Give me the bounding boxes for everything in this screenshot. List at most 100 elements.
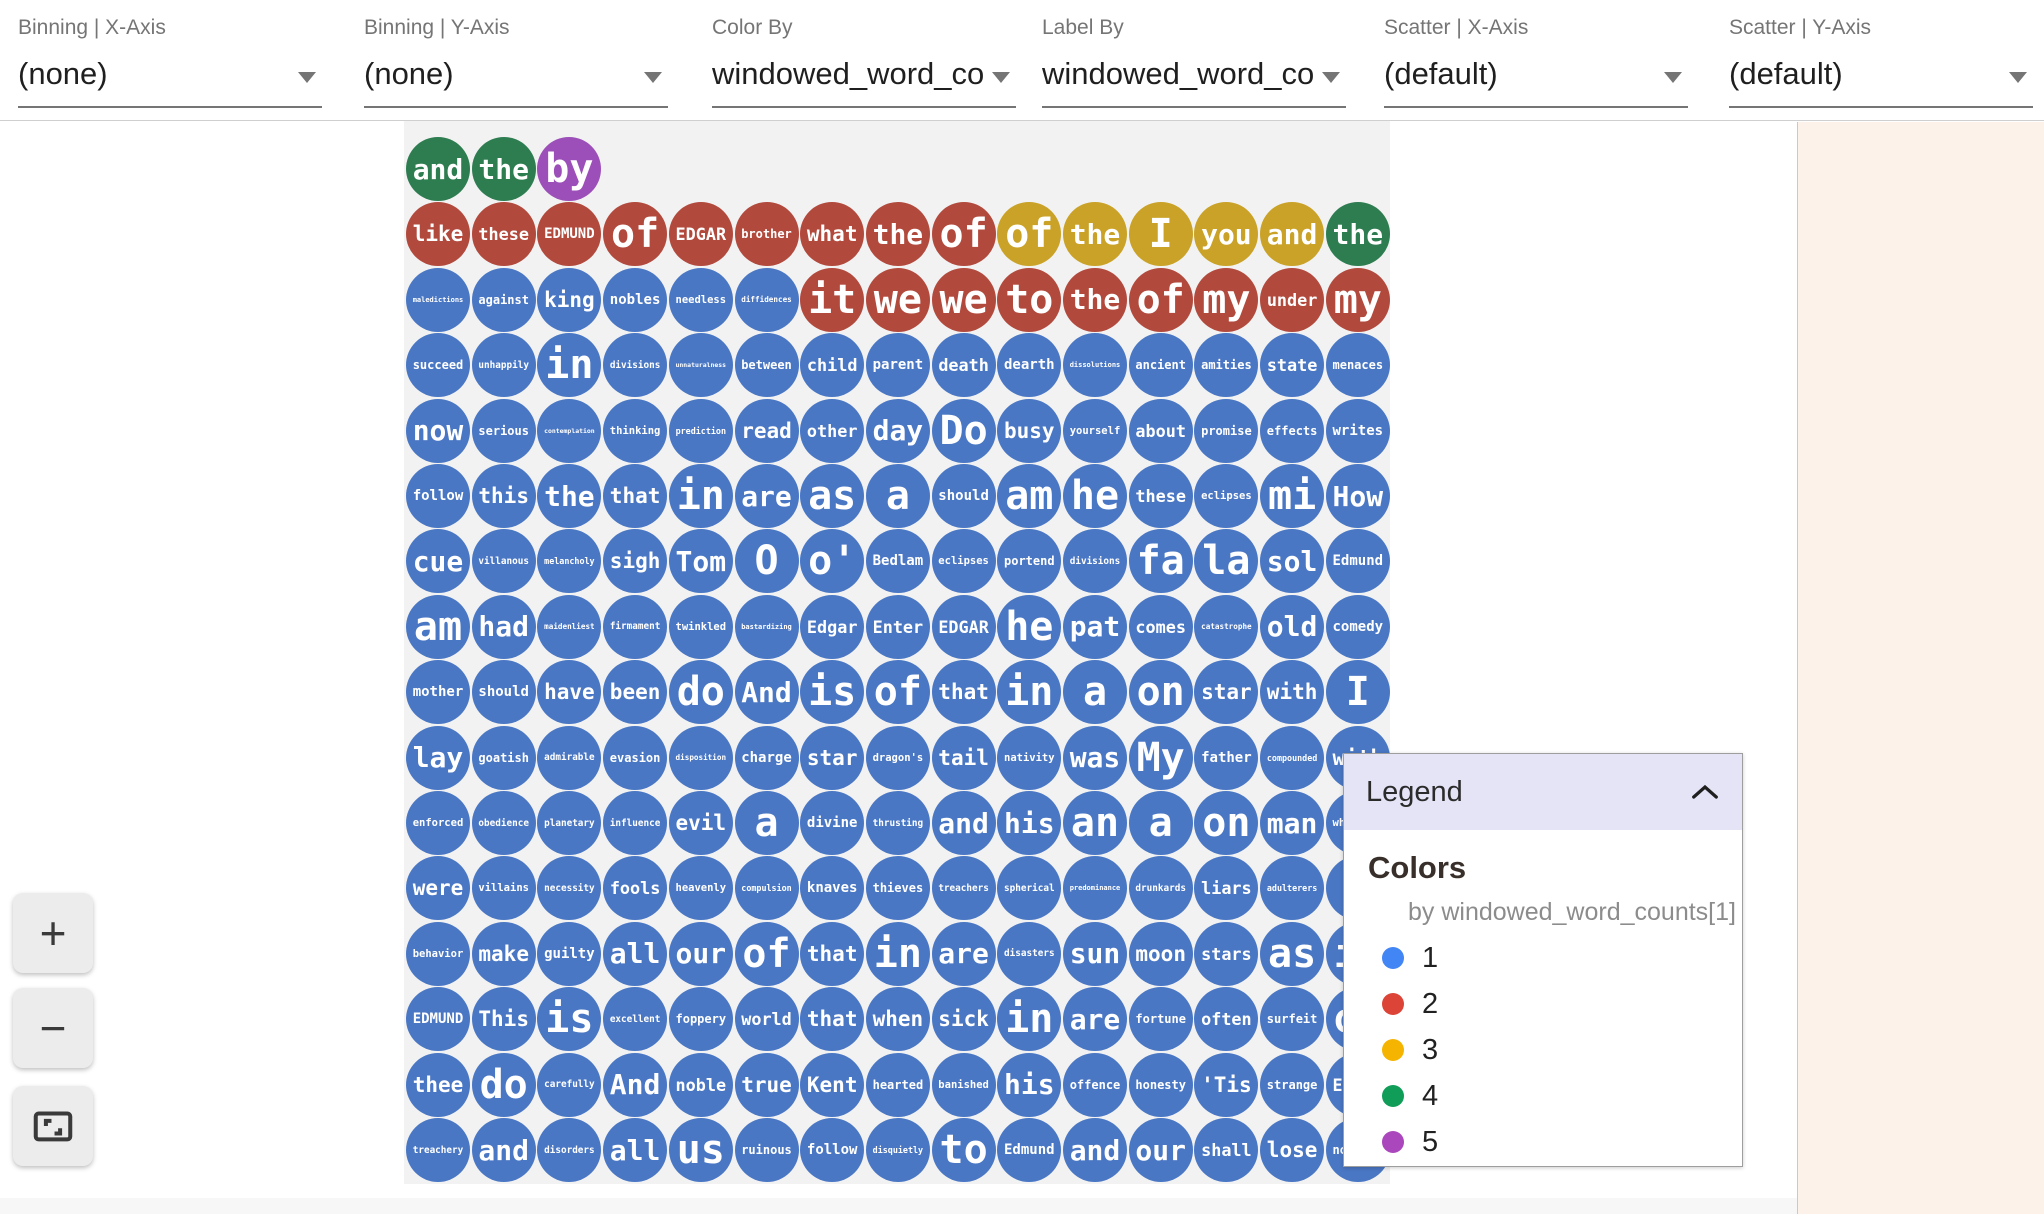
dropdown-binning-x-axis[interactable]: Binning | X-Axis (none)	[18, 0, 322, 120]
word-bubble[interactable]: day	[865, 398, 930, 463]
word-bubble[interactable]: my	[1325, 267, 1390, 332]
word-bubble[interactable]: moon	[1128, 921, 1193, 986]
word-bubble[interactable]: old	[1260, 594, 1325, 659]
word-bubble[interactable]: nativity	[997, 725, 1062, 790]
word-bubble[interactable]: true	[734, 1052, 799, 1117]
word-bubble[interactable]: prediction	[668, 398, 733, 463]
word-bubble[interactable]: charge	[734, 725, 799, 790]
word-bubble[interactable]: serious	[471, 398, 536, 463]
word-bubble[interactable]: now	[406, 398, 470, 463]
dropdown-scatter-y-axis[interactable]: Scatter | Y-Axis (default)	[1729, 0, 2033, 120]
word-bubble[interactable]: Enter	[865, 594, 930, 659]
word-bubble[interactable]: compulsion	[734, 856, 799, 921]
word-bubble[interactable]: portend	[997, 529, 1062, 594]
word-bubble[interactable]: eclipses	[1194, 464, 1259, 528]
word-bubble[interactable]: disorders	[537, 1118, 602, 1182]
zoom-out-button[interactable]: −	[13, 988, 93, 1068]
word-bubble[interactable]: mi	[1260, 464, 1325, 528]
dropdown-value[interactable]: windowed_word_counts	[1042, 56, 1316, 91]
word-bubble[interactable]: I	[1128, 202, 1193, 267]
word-bubble[interactable]: brother	[734, 202, 799, 267]
word-bubble[interactable]: How	[1325, 464, 1390, 528]
word-bubble[interactable]: follow	[406, 464, 470, 528]
word-bubble[interactable]: Tom	[668, 529, 733, 594]
word-bubble[interactable]: all	[603, 921, 668, 986]
dropdown-color-by[interactable]: Color By windowed_word_counts	[712, 0, 1016, 120]
word-bubble[interactable]: lay	[406, 725, 470, 790]
chevron-down-icon[interactable]	[298, 72, 316, 83]
word-bubble[interactable]: liars	[1194, 856, 1259, 921]
word-bubble[interactable]: thrusting	[865, 791, 930, 855]
word-bubble[interactable]: And	[603, 1052, 668, 1117]
word-bubble[interactable]: guilty	[537, 921, 602, 986]
word-bubble[interactable]: divine	[800, 791, 865, 855]
word-bubble[interactable]: that	[603, 464, 668, 528]
word-bubble[interactable]: maledictions	[406, 267, 470, 332]
word-bubble[interactable]: a	[734, 791, 799, 855]
word-bubble[interactable]: necessity	[537, 856, 602, 921]
word-bubble[interactable]: behavior	[406, 921, 470, 986]
word-bubble[interactable]: in	[997, 987, 1062, 1052]
word-bubble[interactable]: father	[1194, 725, 1259, 790]
word-bubble[interactable]: you	[1194, 202, 1259, 267]
word-bubble[interactable]: between	[734, 333, 799, 398]
word-bubble[interactable]: divisions	[1063, 529, 1127, 594]
word-bubble[interactable]: the	[1063, 267, 1127, 332]
dropdown-binning-y-axis[interactable]: Binning | Y-Axis (none)	[364, 0, 668, 120]
word-bubble[interactable]: planetary	[537, 791, 602, 855]
word-bubble[interactable]: sick	[931, 987, 996, 1052]
word-bubble[interactable]: cue	[406, 529, 470, 594]
word-bubble[interactable]: nobles	[603, 267, 668, 332]
word-bubble[interactable]: lose	[1260, 1118, 1325, 1182]
word-bubble[interactable]: of	[734, 921, 799, 986]
chevron-down-icon[interactable]	[1664, 72, 1682, 83]
word-bubble[interactable]: dragon's	[865, 725, 930, 790]
word-bubble[interactable]: firmament	[603, 594, 668, 659]
word-bubble[interactable]: and	[471, 1118, 536, 1182]
word-bubble[interactable]: child	[800, 333, 865, 398]
word-bubble[interactable]: bastardizing	[734, 594, 799, 659]
word-bubble[interactable]: ancient	[1128, 333, 1193, 398]
word-bubble[interactable]: Kent	[800, 1052, 865, 1117]
word-bubble[interactable]: Edmund	[997, 1118, 1062, 1182]
word-bubble[interactable]: is	[537, 987, 602, 1052]
word-bubble[interactable]: often	[1194, 987, 1259, 1052]
word-bubble[interactable]: make	[471, 921, 536, 986]
word-bubble[interactable]: la	[1194, 529, 1259, 594]
chevron-down-icon[interactable]	[992, 72, 1010, 83]
chevron-up-icon[interactable]	[1690, 781, 1720, 803]
word-bubble[interactable]: these	[471, 202, 536, 267]
word-bubble[interactable]: treachery	[406, 1118, 470, 1182]
word-bubble[interactable]: when	[865, 987, 930, 1052]
word-bubble[interactable]: menaces	[1325, 333, 1390, 398]
word-bubble[interactable]: dissolutions	[1063, 333, 1127, 398]
word-bubble[interactable]: comedy	[1325, 594, 1390, 659]
word-bubble[interactable]: predominance	[1063, 856, 1127, 921]
word-bubble[interactable]: thieves	[865, 856, 930, 921]
word-bubble[interactable]: EDMUND	[406, 987, 470, 1052]
word-bubble[interactable]: in	[997, 660, 1062, 725]
word-bubble[interactable]: this	[471, 464, 536, 528]
word-bubble[interactable]: disposition	[668, 725, 733, 790]
word-bubble[interactable]: world	[734, 987, 799, 1052]
word-bubble[interactable]: noble	[668, 1052, 733, 1117]
word-bubble[interactable]: that	[800, 921, 865, 986]
word-bubble[interactable]: the	[865, 202, 930, 267]
dropdown-value[interactable]: windowed_word_counts	[712, 56, 986, 91]
word-bubble[interactable]: the	[1063, 202, 1127, 267]
chevron-down-icon[interactable]	[1322, 72, 1340, 83]
dropdown-value[interactable]: (none)	[18, 56, 108, 91]
word-bubble[interactable]: amities	[1194, 333, 1259, 398]
dropdown-value[interactable]: (default)	[1729, 56, 1843, 91]
word-bubble[interactable]: evil	[668, 791, 733, 855]
word-bubble[interactable]: of	[603, 202, 668, 267]
word-bubble[interactable]: maidenliest	[537, 594, 602, 659]
word-bubble[interactable]: king	[537, 267, 602, 332]
word-bubble[interactable]: 'Tis	[1194, 1052, 1259, 1117]
word-bubble[interactable]: follow	[800, 1118, 865, 1182]
word-bubble[interactable]: my	[1194, 267, 1259, 332]
dropdown-value[interactable]: (default)	[1384, 56, 1498, 91]
word-bubble[interactable]: Do	[931, 398, 996, 463]
word-bubble[interactable]: under	[1260, 267, 1325, 332]
word-bubble[interactable]: effects	[1260, 398, 1325, 463]
